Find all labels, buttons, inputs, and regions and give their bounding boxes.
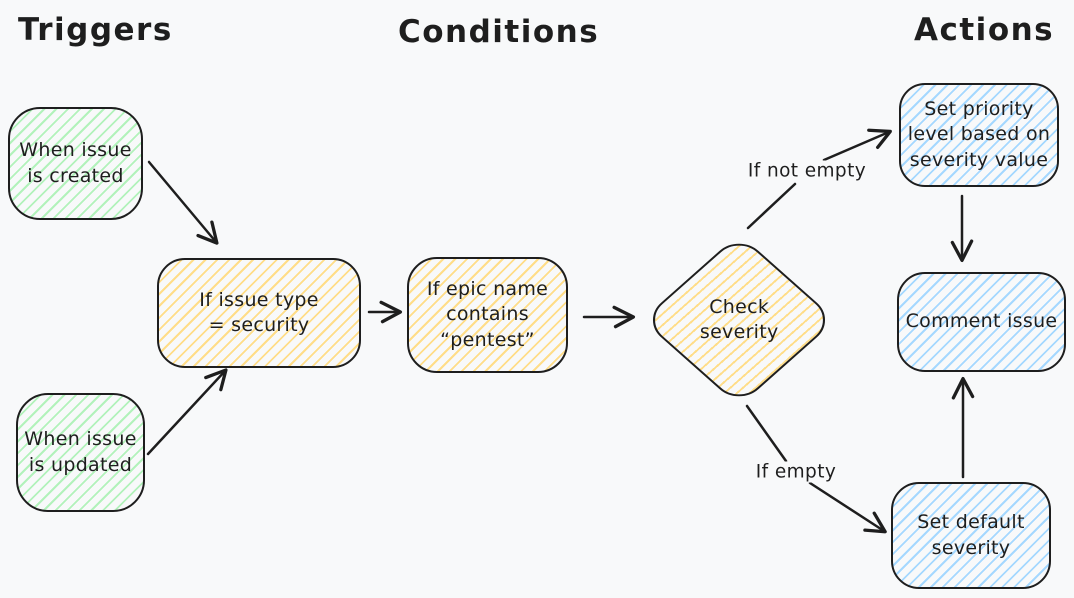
edge-created-to-iftype xyxy=(147,160,219,245)
node-comment-issue: Comment issue xyxy=(897,272,1066,372)
node-if-issue-type: If issue type = security xyxy=(157,258,361,368)
node-set-priority-level: Set priority level based on severity val… xyxy=(899,83,1059,187)
node-set-default-severity-label: Set default severity xyxy=(917,511,1025,559)
node-if-epic-name-label: If epic name contains “pentest” xyxy=(426,278,549,351)
node-comment-issue-label: Comment issue xyxy=(905,310,1058,333)
node-if-epic-name: If epic name contains “pentest” xyxy=(407,257,568,373)
edge-check-to-setpriority-seg1 xyxy=(746,182,797,230)
column-header-actions: Actions xyxy=(914,12,1055,48)
edge-label-if-not-empty: If not empty xyxy=(744,160,870,182)
node-when-issue-created: When issue is created xyxy=(8,107,143,220)
node-when-issue-created-label: When issue is created xyxy=(19,139,132,187)
edge-label-if-empty: If empty xyxy=(752,461,840,483)
edge-check-to-setpriority-seg2 xyxy=(822,128,892,162)
node-if-issue-type-label: If issue type = security xyxy=(199,288,319,336)
edge-updated-to-iftype xyxy=(146,368,228,456)
node-set-default-severity: Set default severity xyxy=(891,482,1051,589)
node-check-severity: Check severity xyxy=(641,233,837,407)
node-check-severity-label: Check severity xyxy=(699,295,779,344)
node-when-issue-updated: When issue is updated xyxy=(16,393,145,512)
node-when-issue-updated-label: When issue is updated xyxy=(24,428,137,476)
node-set-priority-level-label: Set priority level based on severity val… xyxy=(907,98,1051,171)
edge-check-to-setdefault-seg2 xyxy=(808,481,887,534)
column-header-conditions: Conditions xyxy=(398,14,600,50)
column-header-triggers: Triggers xyxy=(18,12,173,48)
edge-check-to-setdefault-seg1 xyxy=(745,404,788,463)
